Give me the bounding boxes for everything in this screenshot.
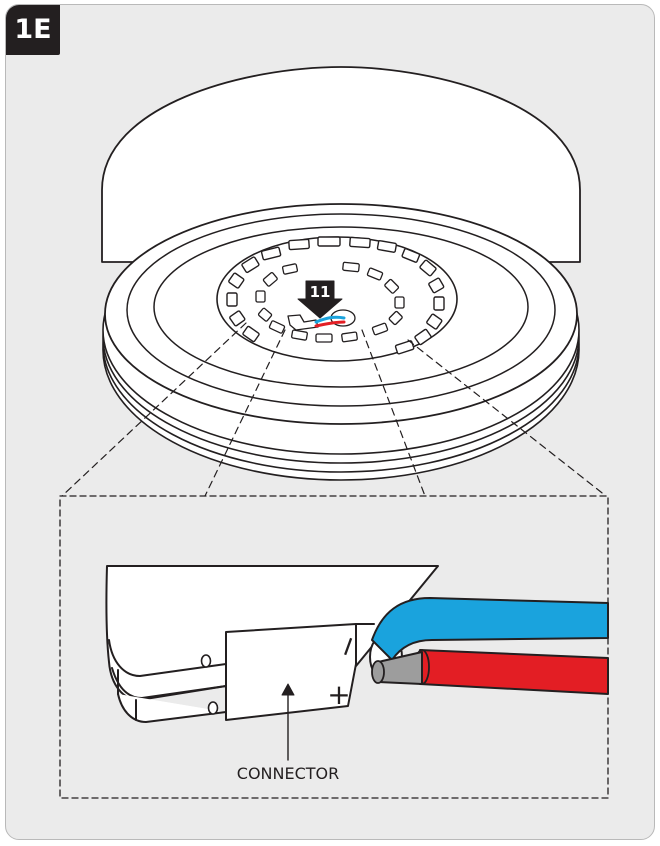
vent-slots-outer <box>226 236 445 355</box>
vent-slots-inner <box>255 261 405 343</box>
wire-core <box>371 651 423 685</box>
wire-positive <box>414 649 609 695</box>
projection-lines <box>61 322 607 497</box>
connector-callout: CONNECTOR <box>237 683 339 783</box>
polarity-positive-sign: + <box>327 678 350 711</box>
connector-detail-small <box>287 309 356 331</box>
connector-label: CONNECTOR <box>237 764 339 783</box>
step-badge: 1E <box>6 5 60 55</box>
detector-base <box>101 66 581 481</box>
step-marker-label: 11 <box>310 283 331 301</box>
step-marker-arrow: 11 <box>297 280 343 319</box>
detail-box <box>59 495 609 799</box>
wire-negative <box>371 597 609 661</box>
detail-view <box>105 565 439 723</box>
